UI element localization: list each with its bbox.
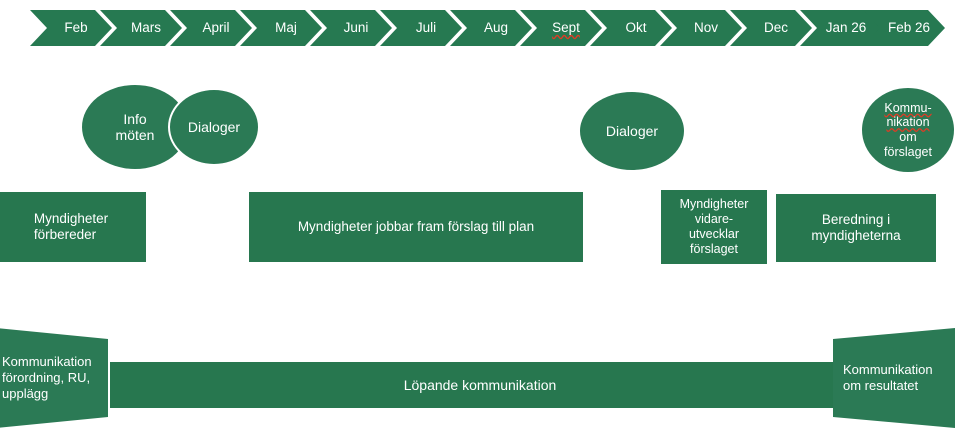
activity-ellipse-label: Kommu- nikation om förslaget (884, 101, 932, 160)
timeline-chevron-label: Mars (131, 20, 161, 36)
ongoing-communication-label: Löpande kommunikation (403, 377, 557, 393)
timeline-chevron-label: Jan 26 (825, 20, 867, 36)
activity-ellipse-label: Dialoger (187, 118, 241, 135)
timeline-chevron-label: Dec (763, 20, 788, 36)
month-timeline-band: Feb Mars April Maj Juni Juli Aug Sept Ok… (0, 10, 960, 46)
communication-line: Kommunikation (843, 361, 933, 377)
phase-box-label: Myndigheter förbereder (34, 211, 108, 243)
phase-box-label: Myndigheter jobbar fram förslag till pla… (297, 218, 535, 234)
communication-line: om resultatet (843, 378, 919, 393)
timeline-chevron-okt[interactable]: Okt (590, 10, 672, 46)
phase-line: utvecklar (688, 227, 739, 241)
timeline-chevron-feb[interactable]: Feb (30, 10, 112, 46)
timeline-chevron-april[interactable]: April (170, 10, 252, 46)
timeline-chevron-juni[interactable]: Juni (310, 10, 392, 46)
timeline-chevron-label: Feb 26 (887, 20, 931, 36)
phase-line: Myndigheter (679, 196, 749, 211)
communication-start-label: Kommunikation förordning, RU, upplägg (2, 354, 92, 403)
activity-line: om (899, 130, 917, 144)
activity-ellipse-label: Info möten (116, 111, 155, 143)
phase-box-myndigheter-forbereder[interactable]: Myndigheter förbereder (0, 192, 146, 262)
timeline-chevron-label: Sept (552, 20, 580, 36)
timeline-chevron-label: Okt (625, 20, 647, 36)
timeline-chevron-aug[interactable]: Aug (450, 10, 532, 46)
activity-line: möten (115, 127, 155, 143)
timeline-chevron-label: Juni (343, 20, 369, 36)
phase-line: myndigheterna (811, 228, 901, 243)
activity-line: förslaget (884, 144, 932, 159)
timeline-chevron-label: Feb (64, 20, 88, 36)
phase-box-myndigheter-vidareutvecklar[interactable]: Myndigheter vidare- utvecklar förslaget (661, 190, 767, 264)
phase-line: Myndigheter (33, 210, 109, 226)
timeline-chevron-label: April (202, 20, 230, 36)
timeline-chevron-dec[interactable]: Dec (730, 10, 812, 46)
communication-line: Kommunikation (2, 353, 92, 369)
activity-line: nikation (886, 115, 930, 130)
timeline-chevron-maj[interactable]: Maj (240, 10, 322, 46)
timeline-chevron-mars[interactable]: Mars (100, 10, 182, 46)
activity-ellipse-dialoger-2[interactable]: Dialoger (580, 92, 684, 170)
timeline-chevron-nov[interactable]: Nov (660, 10, 742, 46)
activity-line: Kommu- (884, 100, 932, 115)
phase-line: Beredning i (821, 211, 891, 227)
communication-end-label: Kommunikation om resultatet (843, 362, 933, 395)
phase-line: förbereder (33, 227, 97, 242)
phase-box-label: Beredning i myndigheterna (811, 212, 900, 244)
ongoing-communication-bar[interactable]: Löpande kommunikation (110, 362, 850, 408)
communication-start-shape[interactable]: Kommunikation förordning, RU, upplägg (0, 328, 108, 428)
timeline-chevron-label: Maj (275, 20, 297, 36)
timeline-chevron-label: Aug (483, 20, 509, 36)
phase-line: vidare- (694, 211, 734, 226)
timeline-chevron-sept[interactable]: Sept (520, 10, 602, 46)
communication-line: förordning, RU, (2, 369, 91, 385)
communication-line: upplägg (2, 386, 49, 402)
phase-box-beredning-i-myndigheterna[interactable]: Beredning i myndigheterna (776, 194, 936, 262)
phase-box-myndigheter-jobbar-fram-forslag[interactable]: Myndigheter jobbar fram förslag till pla… (249, 192, 583, 262)
timeline-chevron-label: Nov (693, 20, 718, 36)
phase-box-label: Myndigheter vidare- utvecklar förslaget (680, 197, 749, 258)
activity-ellipse-kommunikation-om-forslaget[interactable]: Kommu- nikation om förslaget (862, 88, 954, 172)
phase-line: förslaget (690, 242, 738, 257)
activity-ellipse-label: Dialoger (605, 122, 659, 139)
timeline-chevron-label: Juli (415, 20, 437, 36)
timeline-chevron-juli[interactable]: Juli (380, 10, 462, 46)
activity-ellipse-dialoger-1[interactable]: Dialoger (168, 88, 260, 166)
communication-end-shape[interactable]: Kommunikation om resultatet (833, 328, 955, 428)
activity-line: Info (123, 110, 147, 127)
